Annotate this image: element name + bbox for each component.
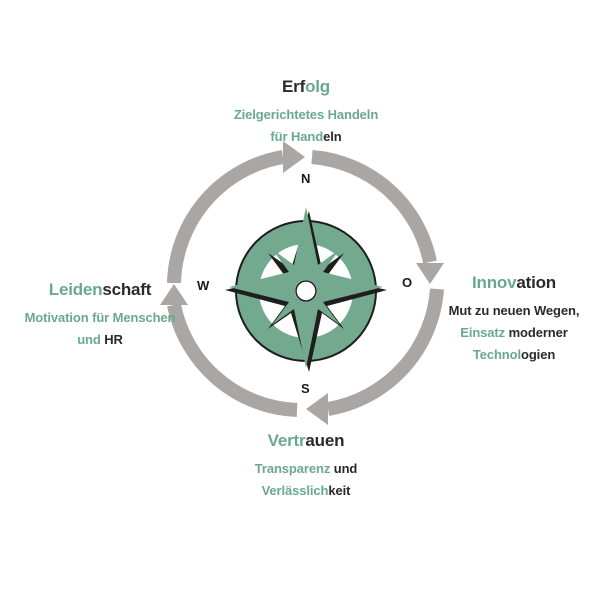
direction-east: O (402, 275, 413, 290)
value-desc-right-line1: Mut zu neuen Wegen, (448, 303, 580, 318)
cycle-arrows (167, 150, 444, 417)
arc-top-right (311, 150, 437, 264)
direction-south: S (301, 381, 310, 396)
value-block-bottom: Vertrauen Transparenz und Verlässlichkei… (205, 430, 407, 502)
arrow-head-left (160, 284, 188, 305)
value-desc-bottom-line1: Transparenz und (254, 461, 358, 476)
compass-center (295, 280, 317, 302)
value-desc-top-line2: für Handeln (270, 129, 342, 144)
direction-north: N (301, 171, 311, 186)
value-block-right: Innovation Mut zu neuen Wegen, Einsatz m… (432, 272, 596, 366)
value-desc-right-line3: Technologien (472, 347, 556, 362)
arrow-heads (160, 141, 444, 425)
value-desc-left-line2: und HR (77, 332, 123, 347)
value-title-bottom: Vertrauen (267, 431, 345, 450)
value-title-right: Innovation (472, 273, 556, 292)
value-block-top: Erfolg Zielgerichtetes Handeln für Hande… (205, 76, 407, 148)
arrow-head-top (283, 141, 305, 173)
arrow-head-right (416, 263, 444, 284)
value-title-top: Erfolg (282, 77, 330, 96)
arc-bottom-left (167, 303, 298, 417)
value-desc-right-line2: Einsatz moderner (460, 325, 568, 340)
value-desc-bottom-line2: Verlässlichkeit (261, 483, 351, 498)
arrow-head-bottom (306, 393, 328, 425)
arc-bottom-right (326, 288, 444, 416)
value-desc-top-line1: Zielgerichtetes Handeln (233, 107, 379, 122)
value-desc-left-line1: Motivation für Menschen (24, 310, 176, 325)
value-block-left: Leidenschaft Motivation für Menschen und… (8, 279, 192, 351)
value-title-left: Leidenschaft (48, 280, 152, 299)
direction-west: W (197, 278, 210, 293)
arc-top-left (167, 150, 285, 284)
